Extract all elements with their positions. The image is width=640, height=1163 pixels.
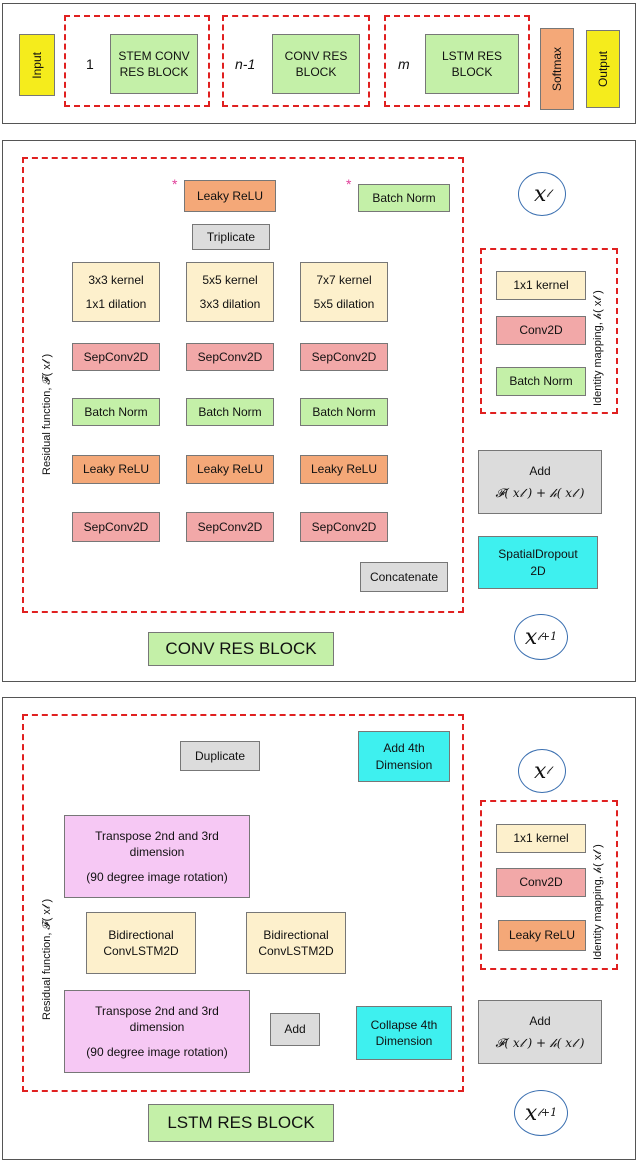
stem-conv-res-block-box: STEM CONV RES BLOCK xyxy=(110,34,198,94)
lstm-residual-function-label: Residual function, 𝓕( x𝓁 ) xyxy=(41,898,53,1020)
conv-batch-norm-box-2: Batch Norm xyxy=(186,398,274,426)
conv-leaky-relu-box-2: Leaky ReLU xyxy=(186,455,274,484)
conv-identity-mapping-label: Identity mapping, 𝒽( x𝓁 ) xyxy=(592,290,604,406)
conv-marker-star-2: * xyxy=(346,176,352,192)
lstm-duplicate-box: Duplicate xyxy=(180,741,260,771)
conv-batch-norm-box-1: Batch Norm xyxy=(72,398,160,426)
conv-kernel-box-2: 5x5 kernel 3x3 dilation xyxy=(186,262,274,322)
conv-leaky-relu-box-1: Leaky ReLU xyxy=(72,455,160,484)
lstm-block-group xyxy=(384,15,530,107)
stem-count: 1 xyxy=(86,56,94,72)
conv-batch-norm-top: Batch Norm xyxy=(358,184,450,212)
conv-batch-norm-box-3: Batch Norm xyxy=(300,398,388,426)
softmax-label: Softmax xyxy=(549,46,564,91)
conv-sepconv-box-3a: SepConv2D xyxy=(300,343,388,371)
output-box: Output xyxy=(586,30,620,108)
conv-count: n-1 xyxy=(235,56,256,72)
input-box: Input xyxy=(19,34,55,96)
softmax-box: Softmax xyxy=(540,28,574,110)
conv-leaky-relu-top: Leaky ReLU xyxy=(184,180,276,212)
conv-residual-function-label: Residual function, 𝓕( x𝓁 ) xyxy=(41,353,53,475)
output-label: Output xyxy=(595,50,610,88)
lstm-residual-function-group xyxy=(22,714,464,1092)
lstm-add-box-outer: Add 𝓕( x𝓁 ) + 𝒽( x𝓁 ) xyxy=(478,1000,602,1064)
conv-identity-mapping-group xyxy=(480,248,618,414)
conv-res-block-label: CONV RES BLOCK xyxy=(284,48,348,79)
conv-sepconv-box-2b: SepConv2D xyxy=(186,512,274,542)
stem-block-group xyxy=(64,15,210,107)
lstm-transpose-box-2: Transpose 2nd and 3rd dimension (90 degr… xyxy=(64,990,250,1073)
conv-sepconv-box-1a: SepConv2D xyxy=(72,343,160,371)
lstm-id-1x1-kernel-box: 1x1 kernel xyxy=(496,824,586,853)
lstm-res-block-title: LSTM RES BLOCK xyxy=(148,1104,334,1142)
conv-res-block-title: CONV RES BLOCK xyxy=(148,632,334,666)
conv-residual-function-group xyxy=(22,157,464,613)
lstm-res-block-box: LSTM RES BLOCK xyxy=(425,34,519,94)
lstm-id-conv2d-box: Conv2D xyxy=(496,868,586,897)
conv-leaky-relu-box-3: Leaky ReLU xyxy=(300,455,388,484)
conv-kernel-box-3: 7x7 kernel 5x5 dilation xyxy=(300,262,388,322)
lstm-add-box-inner: Add xyxy=(270,1013,320,1046)
conv-spatial-dropout-box: SpatialDropout 2D xyxy=(478,536,598,589)
lstm-identity-mapping-group xyxy=(480,800,618,970)
lstm-identity-mapping-label: Identity mapping, 𝒽( x𝓁 ) xyxy=(592,844,604,960)
input-label: Input xyxy=(29,51,44,79)
conv-res-block-box: CONV RES BLOCK xyxy=(272,34,360,94)
conv-id-conv2d-box: Conv2D xyxy=(496,316,586,345)
lstm-count: m xyxy=(398,56,410,72)
conv-block-group xyxy=(222,15,370,107)
lstm-transpose-box-1: Transpose 2nd and 3rd dimension (90 degr… xyxy=(64,815,250,898)
conv-id-batch-norm-box: Batch Norm xyxy=(496,367,586,396)
lstm-bidirectional-box-1: Bidirectional ConvLSTM2D xyxy=(86,912,196,974)
lstm-add-4th-dimension-box: Add 4th Dimension xyxy=(358,731,450,782)
conv-sepconv-box-1b: SepConv2D xyxy=(72,512,160,542)
lstm-collapse-4th-dimension-box: Collapse 4th Dimension xyxy=(356,1006,452,1060)
lstm-res-block-label: LSTM RES BLOCK xyxy=(441,48,502,79)
conv-id-1x1-kernel-box: 1x1 kernel xyxy=(496,271,586,300)
conv-sepconv-box-2a: SepConv2D xyxy=(186,343,274,371)
conv-sepconv-box-3b: SepConv2D xyxy=(300,512,388,542)
conv-marker-star-1: * xyxy=(172,176,178,192)
stem-conv-res-block-label: STEM CONV RES BLOCK xyxy=(118,48,190,79)
conv-triplicate-box: Triplicate xyxy=(192,224,270,250)
lstm-id-leaky-relu-box: Leaky ReLU xyxy=(498,920,586,951)
conv-add-box: Add 𝓕( x𝓁 ) + 𝒽( x𝓁 ) xyxy=(478,450,602,514)
conv-concatenate-box: Concatenate xyxy=(360,562,448,592)
lstm-bidirectional-box-2: Bidirectional ConvLSTM2D xyxy=(246,912,346,974)
conv-kernel-box-1: 3x3 kernel 1x1 dilation xyxy=(72,262,160,322)
